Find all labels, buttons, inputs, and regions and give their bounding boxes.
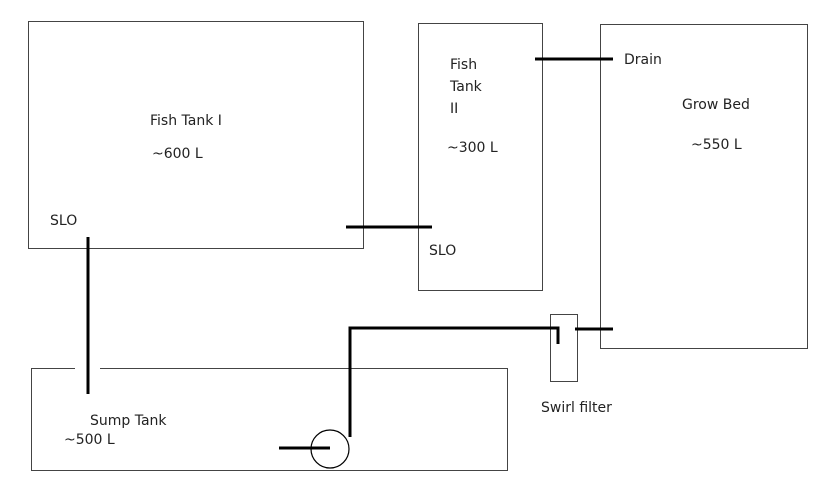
fish-tank-2-label-line1: Fish bbox=[450, 57, 477, 73]
fish-tank-1-box bbox=[28, 21, 364, 249]
drain-label: Drain bbox=[624, 52, 662, 68]
fish-tank-2-volume: ~300 L bbox=[447, 140, 498, 156]
swirl-filter-box bbox=[550, 314, 578, 382]
fish-tank-2-slo-label: SLO bbox=[429, 243, 456, 259]
fish-tank-2-label-line2: Tank bbox=[449, 79, 483, 95]
pump-icon bbox=[310, 429, 350, 469]
fish-tank-2-label-line3: II bbox=[450, 101, 458, 117]
grow-bed-box bbox=[600, 24, 808, 349]
pump-return-pipe bbox=[348, 326, 560, 437]
fish-tank-1-slo-label: SLO bbox=[50, 213, 77, 229]
grow-bed-label: Grow Bed bbox=[682, 97, 750, 113]
swirl-filter-label: Swirl filter bbox=[541, 400, 612, 416]
fish-tank-1-volume: ~600 L bbox=[152, 146, 203, 162]
grow-bed-volume: ~550 L bbox=[691, 137, 742, 153]
fish-tank-2-box bbox=[418, 23, 543, 291]
fish-tank-1-label: Fish Tank I bbox=[150, 113, 222, 129]
sump-tank-volume: ~500 L bbox=[64, 432, 115, 448]
sump-tank-box bbox=[31, 368, 508, 471]
sump-tank-label: Sump Tank bbox=[90, 413, 167, 429]
